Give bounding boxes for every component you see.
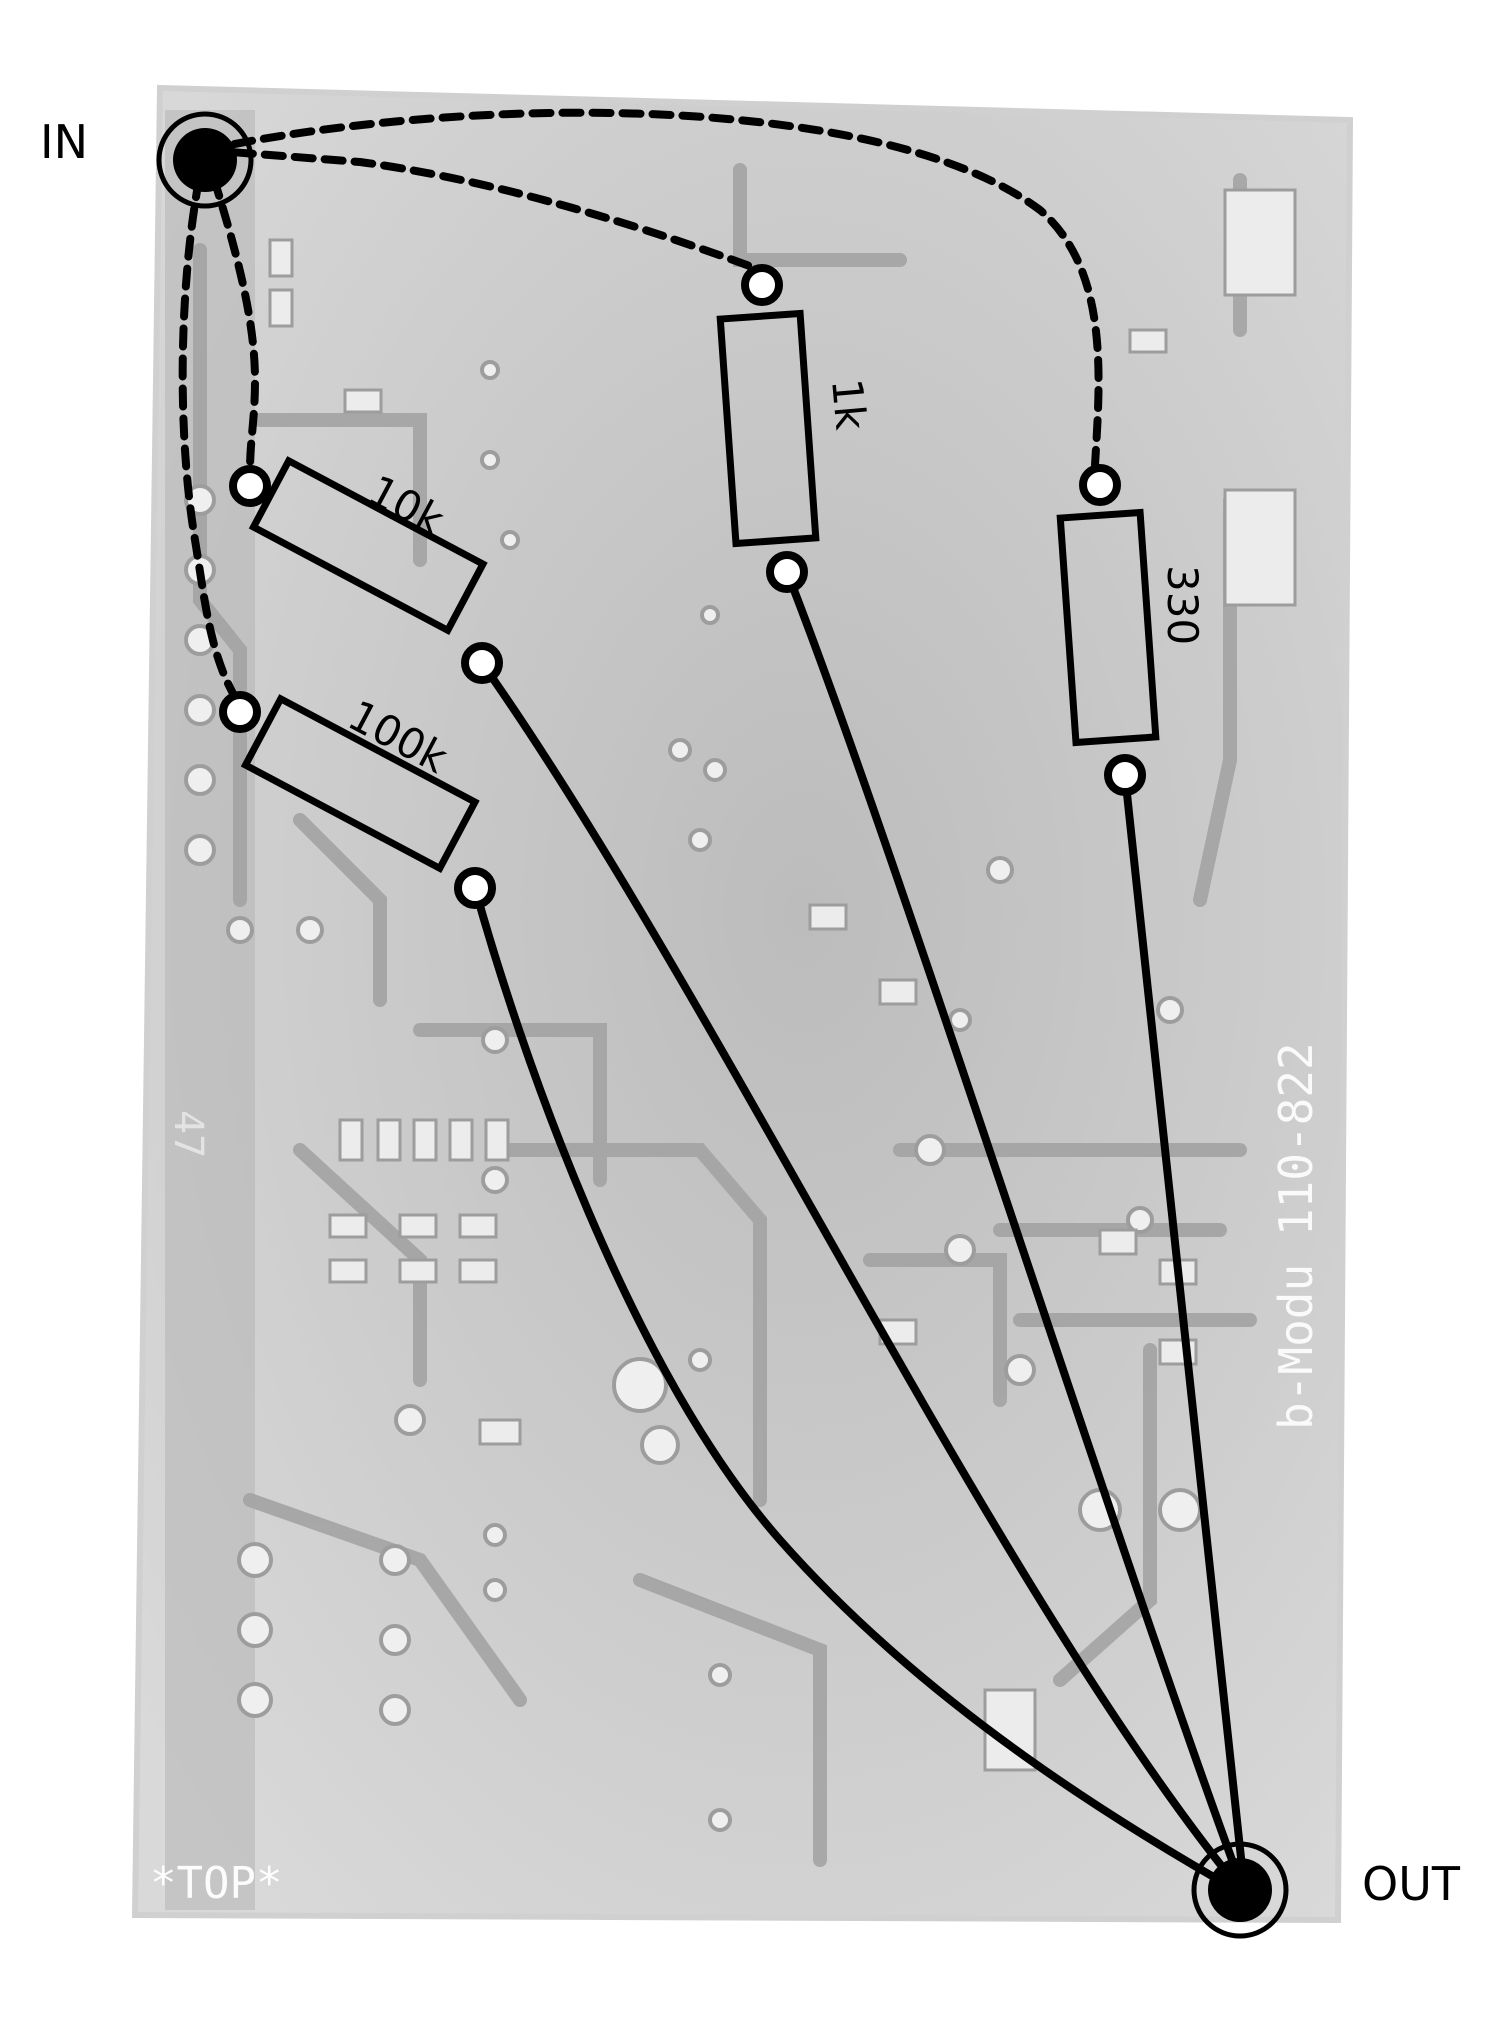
board-markings: *TOP* b-Modu 110-822 47: [150, 1042, 1323, 1909]
terminal-in: IN: [40, 111, 254, 209]
resistor-1k-pad-a: [741, 264, 783, 306]
pcb-pads: [184, 360, 1202, 1832]
resistor-330-pad-b: [1104, 754, 1146, 796]
resistor-330: 330: [1056, 464, 1207, 796]
pcb-board: *TOP* b-Modu 110-822 47: [131, 84, 1354, 1924]
resistor-1k-label: 1k: [822, 377, 875, 433]
wire-in-to-330: [201, 108, 1103, 469]
terminal-out-dot: [1208, 1858, 1272, 1922]
board-module-code: b-Modu 110-822: [1269, 1042, 1323, 1430]
wire-in-to-100k: [178, 146, 244, 709]
terminal-in-ring: [156, 111, 254, 209]
resistor-100k-pad-a: [219, 691, 261, 733]
input-wires: [178, 108, 1103, 709]
board-side-code: 47: [165, 1110, 211, 1158]
board-top-marking: *TOP*: [150, 1858, 282, 1909]
resistor-100k-pad-b: [454, 867, 496, 909]
pcb-smd-pads: [268, 188, 1297, 1772]
resistor-10k-pad-a: [229, 465, 271, 507]
wire-10k-to-out: [478, 659, 1249, 1899]
wire-330-to-out: [1121, 771, 1249, 1899]
output-wires: [471, 568, 1249, 1899]
terminal-out: OUT: [1191, 1841, 1461, 1939]
terminal-in-label: IN: [40, 115, 88, 169]
terminal-out-label: OUT: [1362, 1857, 1461, 1911]
terminal-out-ring: [1191, 1841, 1289, 1939]
wire-100k-to-out: [471, 884, 1249, 1899]
resistor-330-label: 330: [1158, 565, 1207, 645]
wire-1k-to-out: [783, 568, 1249, 1899]
resistor-1k: 1k: [716, 264, 875, 593]
terminal-in-dot: [173, 128, 237, 192]
resistor-330-pad-a: [1079, 464, 1121, 506]
wire-in-to-10k: [201, 146, 260, 474]
resistor-10k-pad-b: [461, 642, 503, 684]
wire-in-to-1k: [201, 146, 759, 272]
resistor-1k-pad-b: [766, 551, 808, 593]
